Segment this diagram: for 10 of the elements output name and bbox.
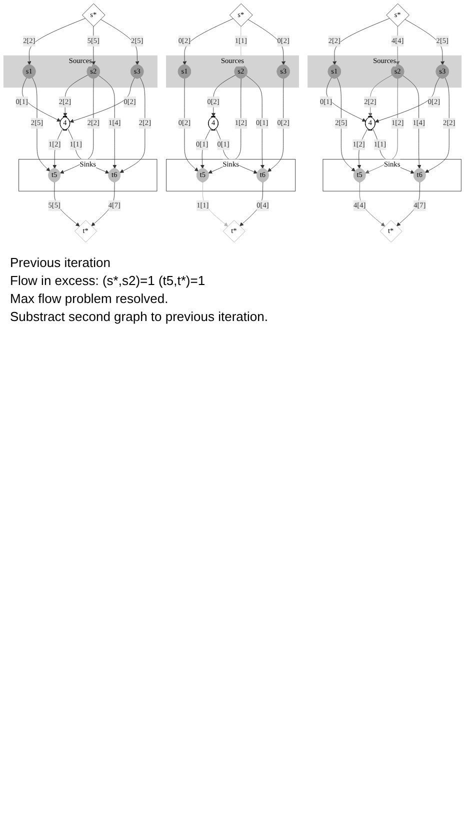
caption-text: Flow in excess: (s*,s2)=1 (t5,t*)=1 <box>10 272 206 288</box>
caption-text: Substract second graph to previous iteration. <box>10 308 269 324</box>
node-diamond <box>222 220 246 242</box>
node-diamond <box>386 3 410 27</box>
node-diamond <box>380 220 402 242</box>
caption-text: Previous iteration <box>10 254 112 270</box>
node-diamond <box>229 3 253 27</box>
node-diamond <box>74 220 98 242</box>
caption-text: Max flow problem resolved. <box>10 290 170 306</box>
node-diamond <box>82 3 106 27</box>
